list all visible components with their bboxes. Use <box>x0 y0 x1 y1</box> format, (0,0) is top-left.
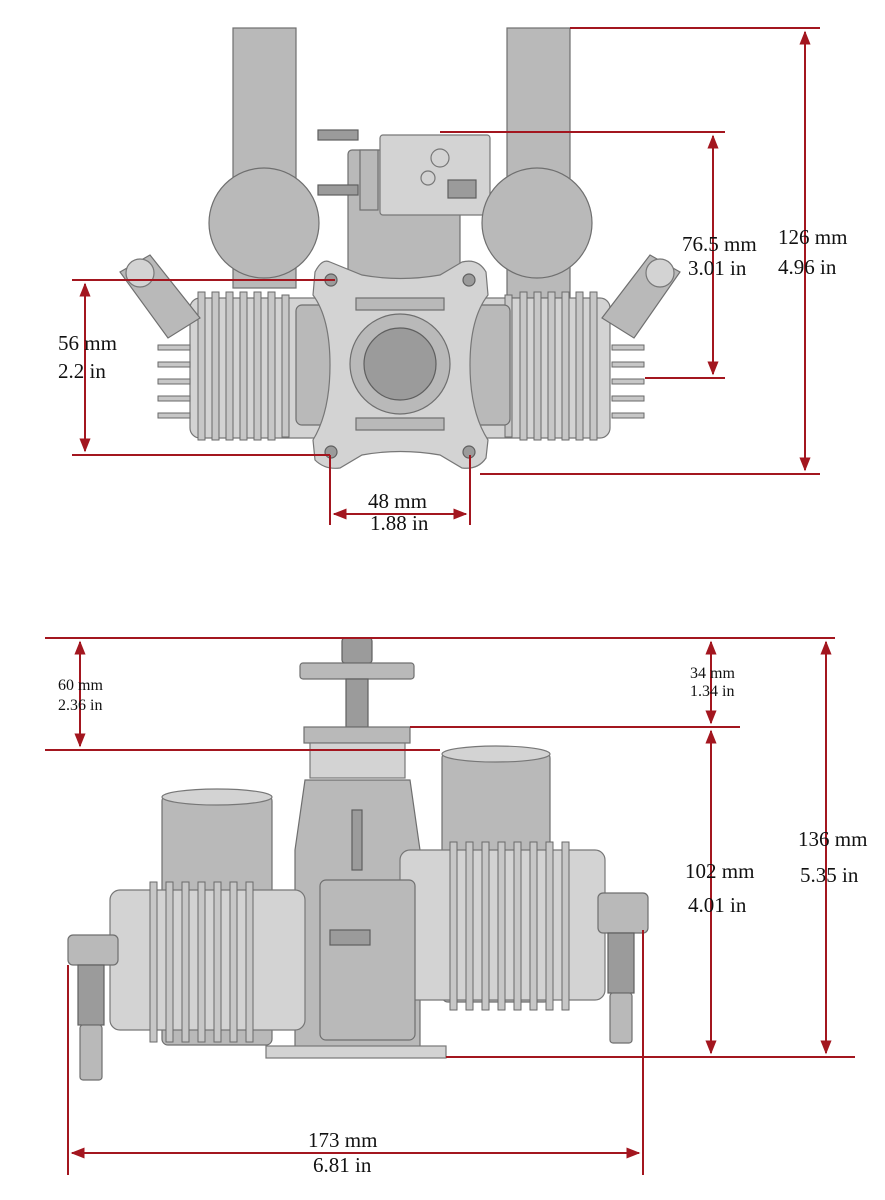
front-shaft-mm: 34 mm <box>690 665 735 682</box>
top-mount-height-mm: 56 mm <box>58 331 117 355</box>
top-mount-height-in: 2.2 in <box>58 359 106 383</box>
top-mount-width-mm: 48 mm <box>368 489 427 513</box>
top-view-engine <box>119 27 681 469</box>
front-dimension-lines <box>45 637 855 1175</box>
top-carburetor <box>317 129 491 291</box>
front-prop-shaft <box>299 637 415 779</box>
front-left-spark-plug <box>67 934 119 1081</box>
front-total-height-mm: 136 mm <box>798 827 867 851</box>
top-carb-height-mm: 76.5 mm <box>682 232 757 256</box>
front-crankcase-cover <box>319 879 416 1041</box>
front-right-cylinder-fins <box>399 841 606 1011</box>
top-total-height-mm: 126 mm <box>778 225 847 249</box>
front-total-width-mm: 173 mm <box>308 1128 377 1152</box>
top-right-spark-plug <box>601 254 681 419</box>
front-prop-hub-in: 2.36 in <box>58 697 102 714</box>
front-total-height-in: 5.35 in <box>800 863 859 887</box>
top-carb-height-in: 3.01 in <box>688 256 747 280</box>
front-view-engine <box>67 637 649 1081</box>
top-total-height-in: 4.96 in <box>778 255 837 279</box>
front-body-height-in: 4.01 in <box>688 893 747 917</box>
top-left-air-filter <box>208 167 320 279</box>
top-dimension-lines <box>72 27 820 525</box>
front-right-spark-plug <box>597 892 649 1044</box>
front-shaft-in: 1.34 in <box>690 683 734 700</box>
front-left-cylinder-fins <box>109 881 306 1043</box>
top-mount-width-in: 1.88 in <box>370 511 429 535</box>
front-body-height-mm: 102 mm <box>685 859 754 883</box>
top-right-air-filter <box>481 167 593 279</box>
top-mounting-plate <box>312 260 489 469</box>
front-mount-base <box>265 1045 447 1059</box>
top-right-cylinder-fins <box>459 291 611 441</box>
top-left-cylinder-fins <box>189 291 347 441</box>
front-total-width-in: 6.81 in <box>313 1153 372 1177</box>
front-prop-hub-mm: 60 mm <box>58 677 103 694</box>
